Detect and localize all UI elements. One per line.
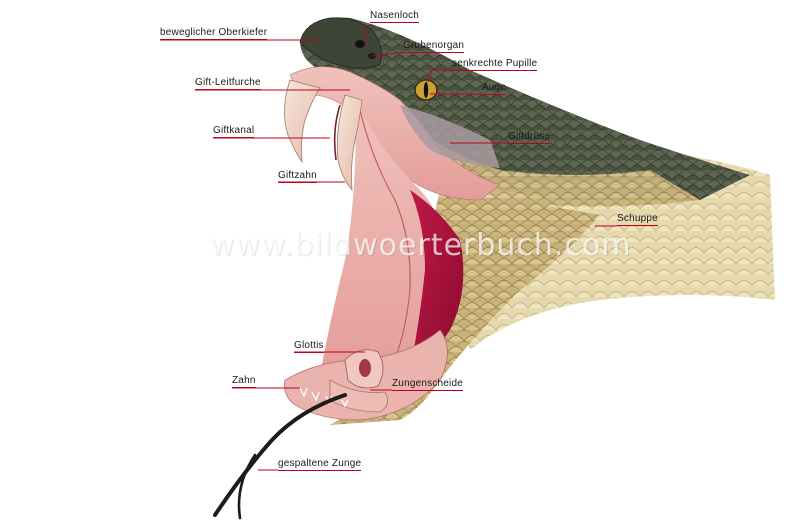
fang-secondary (336, 94, 363, 192)
label-zungenscheide: Zungenscheide (392, 378, 463, 391)
glottis-opening (359, 359, 371, 377)
label-auge: Auge (482, 82, 507, 95)
label-pupille: senkrechte Pupille (452, 58, 538, 71)
label-schuppe-text: Schuppe (617, 213, 658, 224)
mouth-lining (359, 109, 411, 371)
label-giftzahn: Giftzahn (278, 170, 317, 183)
mouth-interior (320, 100, 445, 387)
label-schuppe: Schuppe (617, 213, 658, 226)
venom-canal (333, 104, 341, 161)
label-nasenloch-text: Nasenloch (370, 10, 420, 21)
venom-gland (400, 105, 500, 168)
label-giftkanal: Giftkanal (213, 125, 255, 138)
upper-jaw-roof (289, 66, 501, 201)
tongue-fork (237, 453, 257, 520)
label-grubenorgan-text: Grubenorgan (403, 40, 465, 51)
label-grubenorgan: Grubenorgan (403, 40, 465, 53)
label-zunge: gespaltene Zunge (278, 458, 362, 471)
label-nasenloch: Nasenloch (370, 10, 420, 23)
label-pupille-text: senkrechte Pupille (452, 58, 538, 69)
forked-tongue (213, 393, 347, 517)
snout (299, 17, 382, 69)
label-zahn-text: Zahn (232, 375, 256, 386)
label-giftkanal-text: Giftkanal (213, 125, 255, 136)
label-zunge-text: gespaltene Zunge (278, 458, 362, 469)
label-leitfurche-text: Gift-Leitfurche (195, 77, 261, 88)
fang (284, 79, 321, 164)
label-giftzahn-text: Giftzahn (278, 170, 317, 181)
pupil (423, 82, 429, 98)
label-oberkiefer-text: beweglicher Oberkiefer (160, 27, 268, 38)
nostril (355, 40, 365, 48)
label-giftdruese-text: Giftdrüse (508, 131, 551, 142)
lower-teeth (299, 387, 349, 408)
watermark: www.bildwoerterbuch.com (210, 228, 632, 263)
label-glottis-text: Glottis (294, 340, 324, 351)
label-auge-text: Auge (482, 82, 507, 93)
label-giftdruese: Giftdrüse (508, 131, 551, 144)
label-glottis: Glottis (294, 340, 324, 353)
label-zungenscheide-text: Zungenscheide (392, 378, 463, 389)
lower-jaw-scales (330, 190, 600, 425)
label-oberkiefer: beweglicher Oberkiefer (160, 27, 268, 40)
throat (410, 190, 464, 370)
label-leitfurche: Gift-Leitfurche (195, 77, 261, 90)
label-zahn: Zahn (232, 375, 256, 388)
watermark-shadow: www.bildwoerterbuch.com (211, 229, 633, 264)
upper-head-scales-dark (300, 17, 750, 200)
